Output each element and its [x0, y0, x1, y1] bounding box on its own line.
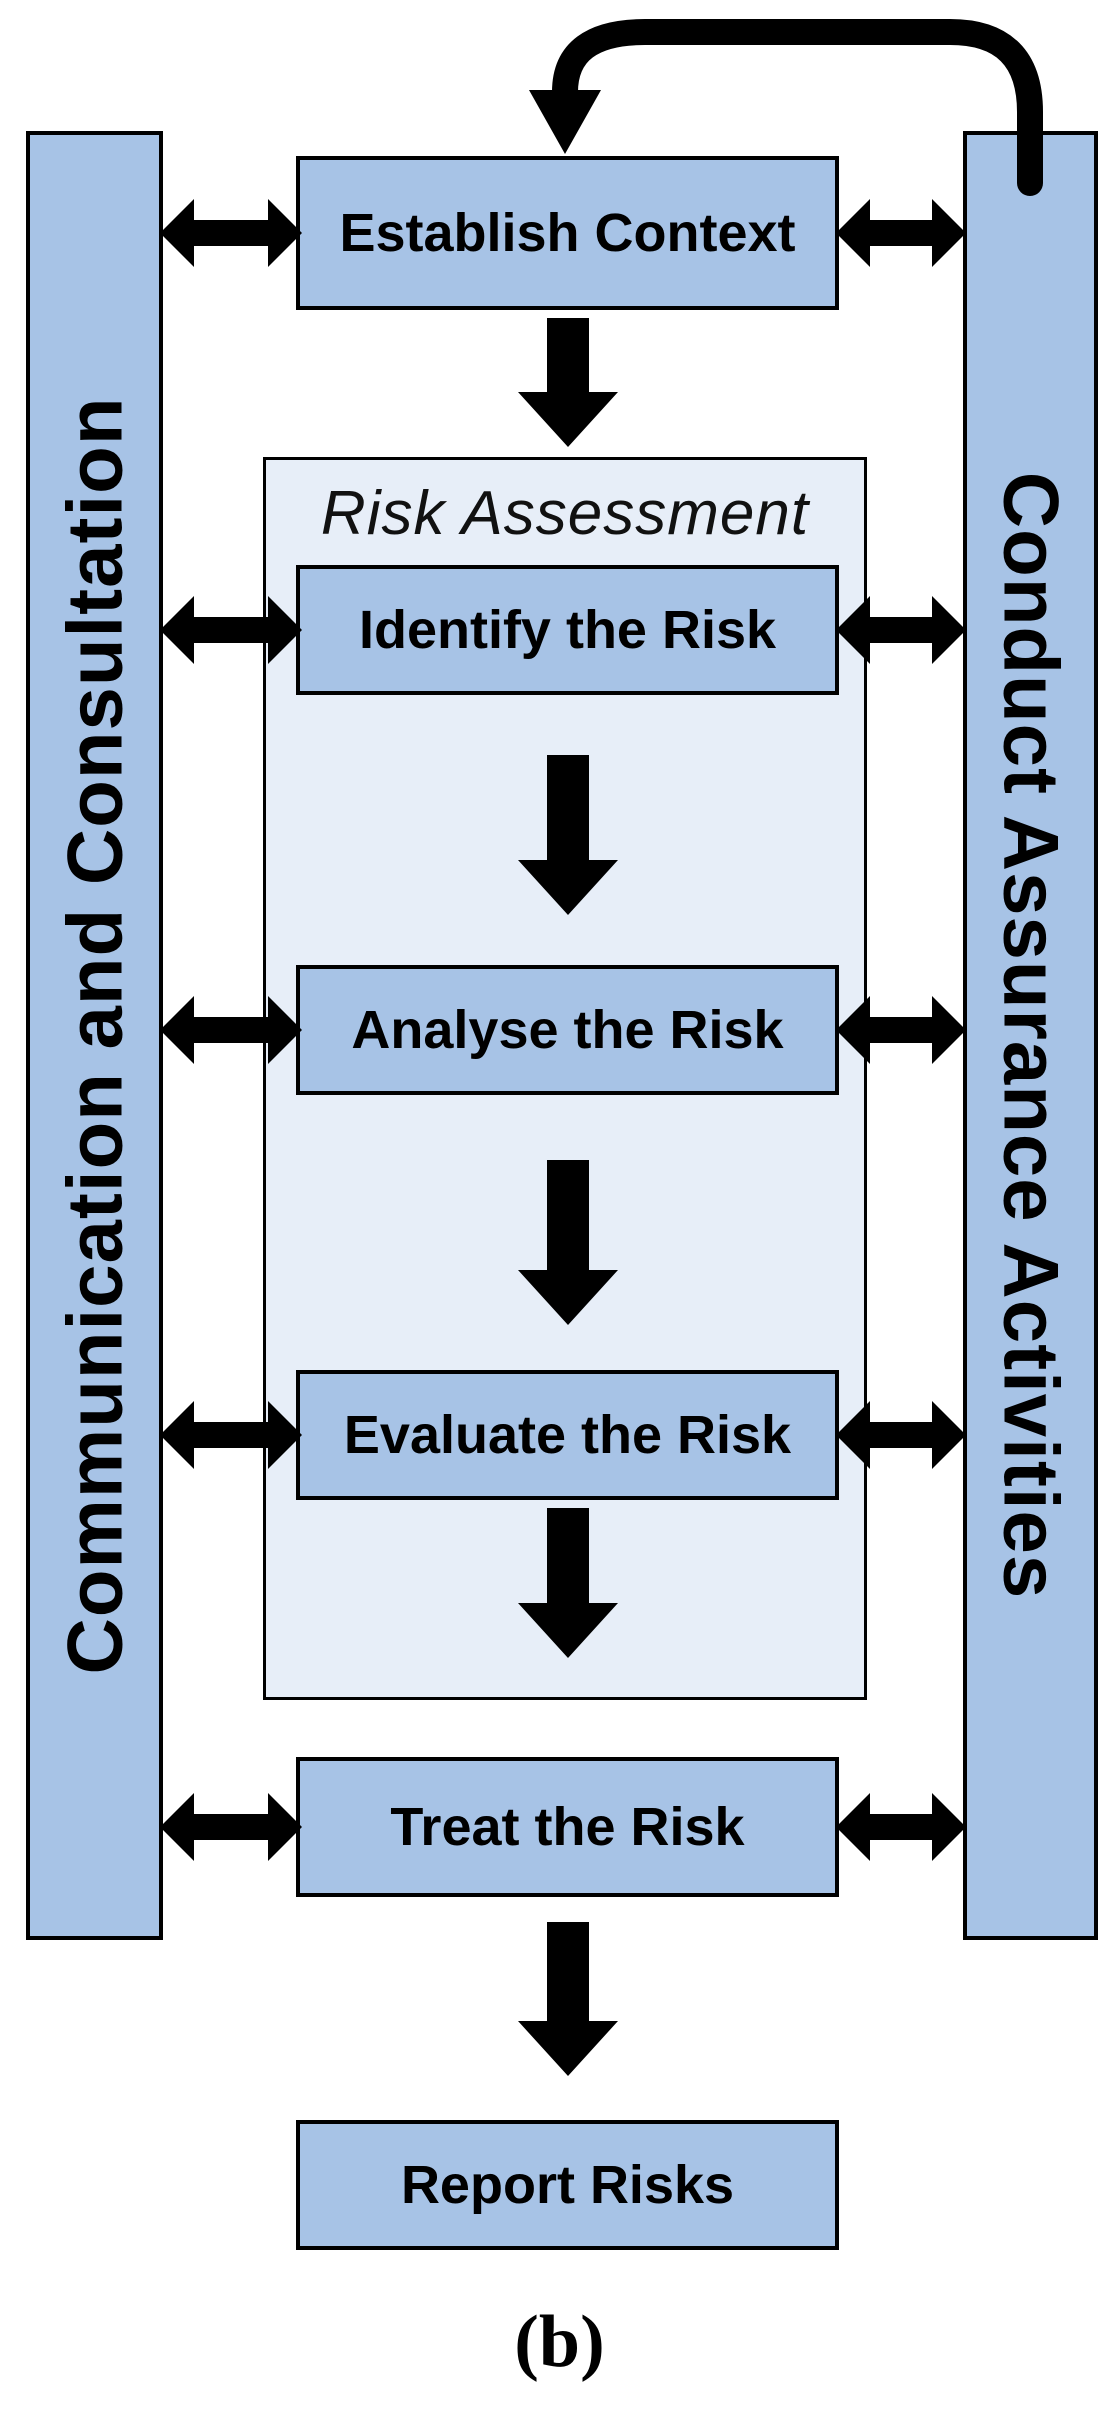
down-arrow-treat-to-report-icon	[518, 1922, 618, 2076]
evaluate-risk-box: Evaluate the Risk	[296, 1370, 839, 1500]
figure-caption: (b)	[514, 2301, 605, 2383]
communication-consultation-bar: Communication and Consultation	[26, 131, 163, 1940]
double-arrow-right-treat-icon	[836, 1793, 966, 1861]
risk-assessment-title: Risk Assessment	[320, 479, 810, 548]
double-arrow-left-establish-icon	[160, 199, 302, 267]
analyse-risk-box: Analyse the Risk	[296, 965, 839, 1095]
conduct-assurance-bar: Conduct Assurance Activities	[963, 131, 1098, 1940]
double-arrow-left-treat-icon	[160, 1793, 302, 1861]
down-arrow-establish-to-assessment-icon	[518, 318, 618, 447]
double-arrow-right-establish-icon	[836, 199, 966, 267]
feedback-loop-arrowhead-icon	[529, 90, 601, 154]
conduct-assurance-label: Conduct Assurance Activities	[987, 471, 1076, 1600]
establish-context-box: Establish Context	[296, 156, 839, 310]
treat-risk-box: Treat the Risk	[296, 1757, 839, 1897]
identify-risk-box: Identify the Risk	[296, 565, 839, 695]
communication-consultation-label: Communication and Consultation	[50, 396, 138, 1675]
report-risks-box: Report Risks	[296, 2120, 839, 2250]
